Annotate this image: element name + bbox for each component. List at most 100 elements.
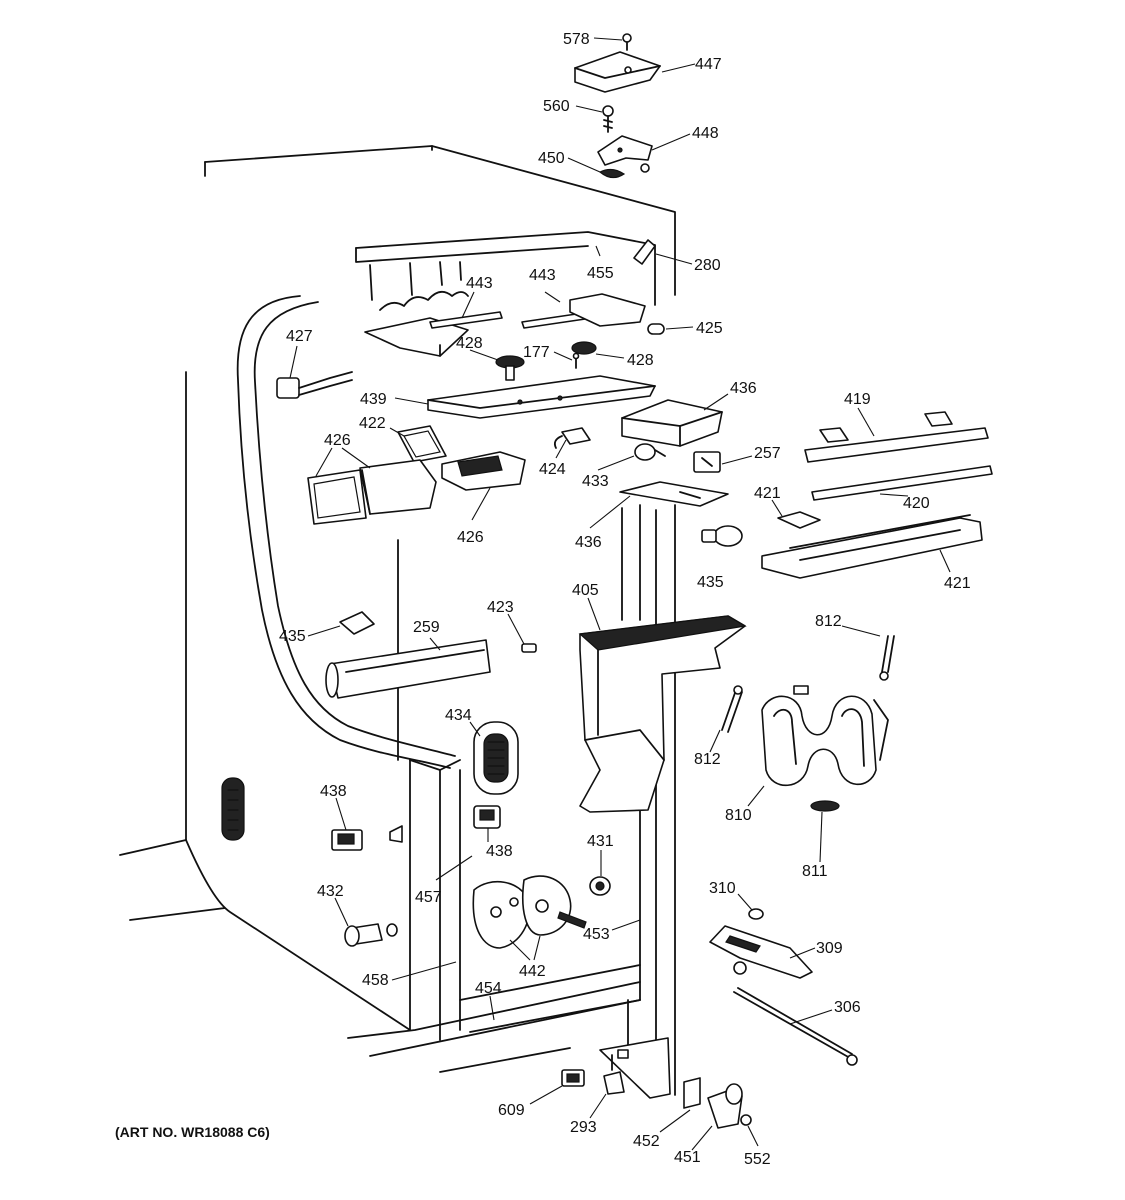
callout-310: 310: [709, 880, 736, 897]
callout-434: 434: [445, 707, 472, 724]
part-310-plug: [748, 908, 764, 920]
callout-309: 309: [816, 940, 843, 957]
part-443-right-bracket: [521, 293, 646, 329]
callout-424: 424: [539, 461, 566, 478]
part-424-thermostat: [553, 427, 591, 449]
callout-453: 453: [583, 926, 610, 943]
callout-422: 422: [359, 415, 386, 432]
part-405-air-duct: [578, 615, 747, 813]
part-438-connector-left: [331, 825, 403, 851]
callout-293: 293: [570, 1119, 597, 1136]
callout-428-right: 428: [627, 352, 654, 369]
part-811-grommet: [810, 800, 840, 812]
part-438-connector-right: [473, 805, 501, 829]
callout-439: 439: [360, 391, 387, 408]
part-451-hinge: [707, 1083, 743, 1129]
callout-454: 454: [475, 980, 502, 997]
part-435-light-bulb: [701, 525, 743, 547]
part-177-screw: [572, 352, 580, 369]
callout-257: 257: [754, 445, 781, 462]
part-434-vent-cover: [473, 721, 519, 795]
callout-438-left: 438: [320, 783, 347, 800]
callout-280: 280: [694, 257, 721, 274]
bottom-bracket: [599, 1037, 671, 1099]
part-447-hinge-cover: [574, 51, 661, 93]
callout-609: 609: [498, 1102, 525, 1119]
part-428-gear-right: [571, 341, 597, 355]
part-452-plate: [683, 1077, 701, 1109]
callout-450: 450: [538, 150, 565, 167]
part-280: [633, 239, 656, 265]
callout-431: 431: [587, 833, 614, 850]
part-450-shim: [598, 168, 626, 179]
callout-812-bottom: 812: [694, 751, 721, 768]
part-419-trim: [804, 411, 989, 463]
part-426-duct-gasket: [307, 469, 367, 525]
part-426-duct: [359, 459, 437, 515]
part-436-cover-plate: [619, 481, 729, 507]
callout-427: 427: [286, 328, 313, 345]
part-428-gear-left: [495, 355, 525, 381]
part-560-screw: [602, 105, 614, 133]
callout-442: 442: [519, 963, 546, 980]
part-578-screw: [622, 33, 632, 51]
part-433-socket: [634, 443, 666, 461]
callout-552: 552: [744, 1151, 771, 1168]
part-306-rod: [733, 987, 858, 1066]
part-426-damper: [441, 451, 526, 491]
callout-421-top: 421: [754, 485, 781, 502]
art-number: (ART NO. WR18088 C6): [115, 1124, 270, 1140]
part-425-plug: [647, 323, 665, 335]
part-259-tube: [325, 639, 491, 699]
callout-812-top: 812: [815, 613, 842, 630]
callout-448: 448: [692, 125, 719, 142]
callout-457: 457: [415, 889, 442, 906]
callout-177: 177: [523, 344, 550, 361]
callout-425: 425: [696, 320, 723, 337]
callout-421-bottom: 421: [944, 575, 971, 592]
callout-451: 451: [674, 1149, 701, 1166]
part-422-gasket: [397, 425, 447, 463]
callout-435-clip: 435: [279, 628, 306, 645]
callout-560: 560: [543, 98, 570, 115]
part-432-bushing: [344, 923, 398, 947]
callout-452: 452: [633, 1133, 660, 1150]
part-439-control-plate: [427, 375, 656, 419]
leader-lines: [289, 37, 951, 1151]
callout-438-right: 438: [486, 843, 513, 860]
callout-578: 578: [563, 31, 590, 48]
callout-306: 306: [834, 999, 861, 1016]
part-810-heater: [761, 685, 889, 787]
part-812-tube-right: [879, 635, 895, 681]
callout-426-top: 426: [324, 432, 351, 449]
callout-458: 458: [362, 972, 389, 989]
part-421-bracket-small: [777, 511, 821, 529]
callout-455: 455: [587, 265, 614, 282]
part-812-tube-left: [721, 685, 743, 733]
part-552-screw: [740, 1114, 752, 1126]
callout-labels: 578 447 560 448 450 280 455 443 443 425 …: [115, 31, 971, 1168]
part-436-control-box: [621, 399, 723, 447]
callout-810: 810: [725, 807, 752, 824]
part-309-bracket: [709, 925, 813, 979]
callout-405: 405: [572, 582, 599, 599]
part-431-grommet: [589, 876, 611, 896]
part-257-switch: [693, 451, 721, 473]
part-427-connector: [276, 371, 353, 399]
part-293-clip: [603, 1071, 625, 1095]
callout-420: 420: [903, 495, 930, 512]
part-442-fan-assembly: [472, 875, 587, 949]
callout-259: 259: [413, 619, 440, 636]
part-609-switch: [561, 1069, 585, 1087]
callout-428-left: 428: [456, 335, 483, 352]
callout-811: 811: [802, 863, 828, 880]
part-420-strip: [811, 465, 993, 501]
cabinet-outline: [119, 145, 676, 1096]
callout-433: 433: [582, 473, 609, 490]
callout-443-left: 443: [466, 275, 493, 292]
part-435-clip: [339, 611, 375, 635]
callout-423: 423: [487, 599, 514, 616]
part-423-fastener: [521, 643, 537, 653]
callout-436-top: 436: [730, 380, 757, 397]
